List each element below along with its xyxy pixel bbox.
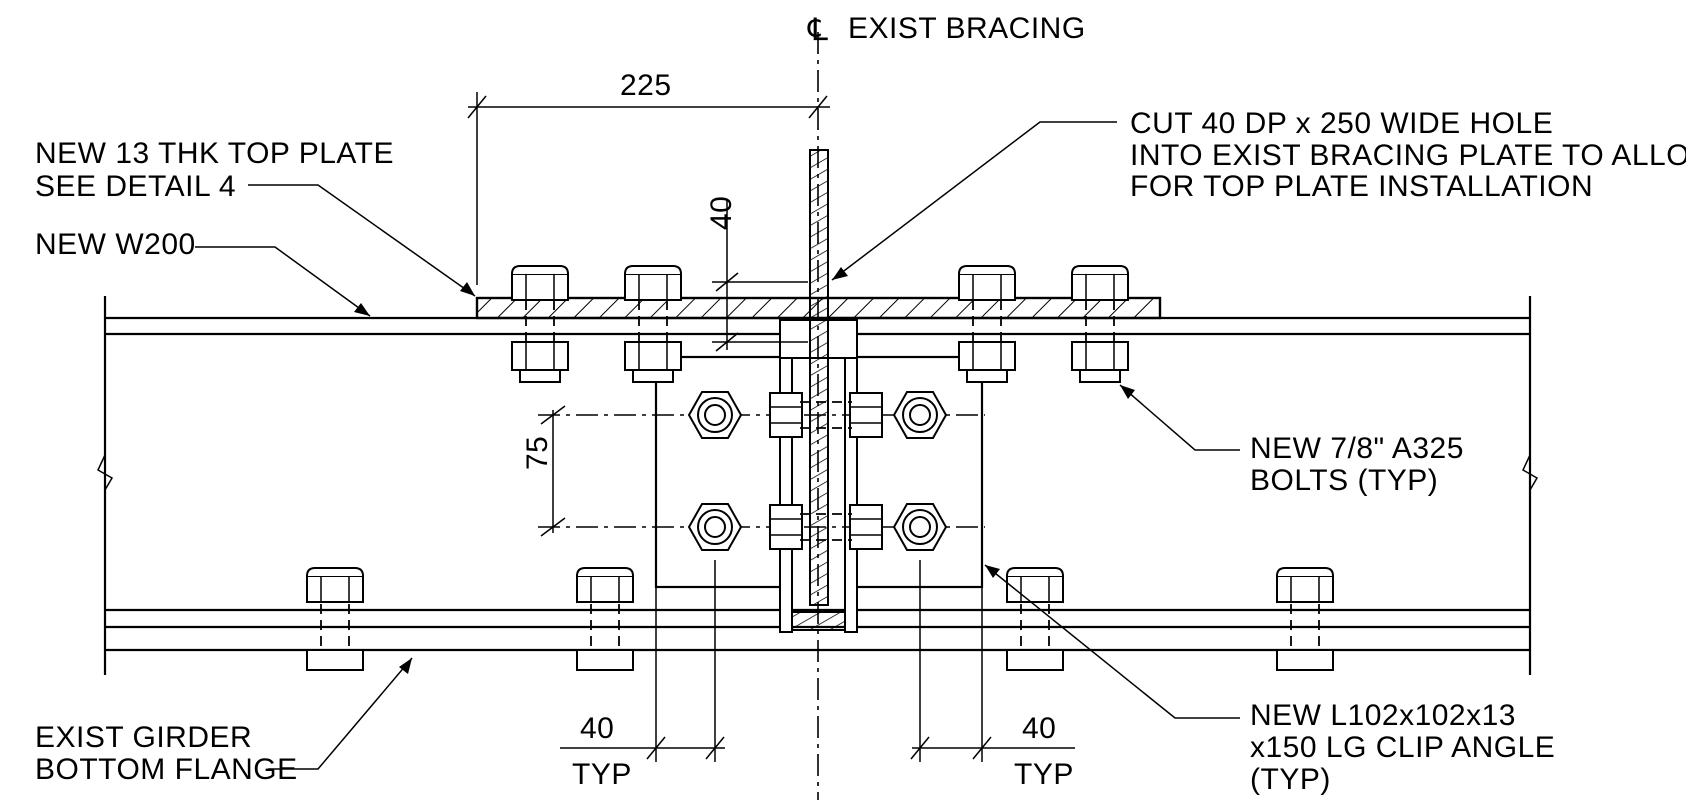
dimension-40-vertical: 40 <box>705 196 808 352</box>
top-plate-bolts <box>511 265 1129 383</box>
centerline-symbol: ℄ <box>807 12 828 47</box>
note-w200-text: NEW W200 <box>35 228 196 261</box>
centerline-label: EXIST BRACING <box>848 12 1086 45</box>
note-girder-line2: BOTTOM FLANGE <box>35 753 298 786</box>
note-cut-hole-line2: INTO EXIST BRACING PLATE TO ALLOW <box>1130 139 1686 172</box>
note-girder: EXIST GIRDER BOTTOM FLANGE <box>35 657 413 786</box>
note-clip-angle-line2: x150 LG CLIP ANGLE <box>1250 731 1555 764</box>
note-clip-angle-line3: (TYP) <box>1250 763 1331 796</box>
exist-bracing-plate <box>791 149 846 631</box>
dim-40-right-text: 40 <box>1022 712 1056 745</box>
dim-right-typ: TYP <box>1014 758 1074 791</box>
dim-75-text: 75 <box>521 436 554 470</box>
dim-225-text: 225 <box>620 69 672 102</box>
note-girder-line1: EXIST GIRDER <box>35 721 252 754</box>
dim-40-left-text: 40 <box>580 712 614 745</box>
note-top-plate: NEW 13 THK TOP PLATE SEE DETAIL 4 <box>35 137 476 297</box>
dimension-225: 225 <box>467 69 830 285</box>
note-cut-hole-line3: FOR TOP PLATE INSTALLATION <box>1130 170 1593 203</box>
dim-left-typ: TYP <box>572 758 632 791</box>
dimension-75: 75 <box>521 405 566 537</box>
note-top-plate-line2: SEE DETAIL 4 <box>35 170 236 203</box>
note-clip-angle: NEW L102x102x13 x150 LG CLIP ANGLE (TYP) <box>984 564 1555 796</box>
dimension-40-left: 40 TYP <box>560 560 725 791</box>
dimension-40-right: 40 TYP <box>910 560 1075 791</box>
note-top-plate-line1: NEW 13 THK TOP PLATE <box>35 137 394 170</box>
girder-bolts <box>306 567 1334 671</box>
note-w200: NEW W200 <box>35 228 371 317</box>
note-bolts: NEW 7/8" A325 BOLTS (TYP) <box>1119 384 1464 497</box>
dim-40-vertical-text: 40 <box>705 196 738 230</box>
note-cut-hole: CUT 40 DP x 250 WIDE HOLE INTO EXIST BRA… <box>831 107 1686 281</box>
note-bolts-line1: NEW 7/8" A325 <box>1250 432 1464 465</box>
note-clip-angle-line1: NEW L102x102x13 <box>1250 699 1516 732</box>
note-cut-hole-line1: CUT 40 DP x 250 WIDE HOLE <box>1130 107 1553 140</box>
clip-angle-bolts <box>538 391 985 551</box>
note-bolts-line2: BOLTS (TYP) <box>1250 464 1438 497</box>
